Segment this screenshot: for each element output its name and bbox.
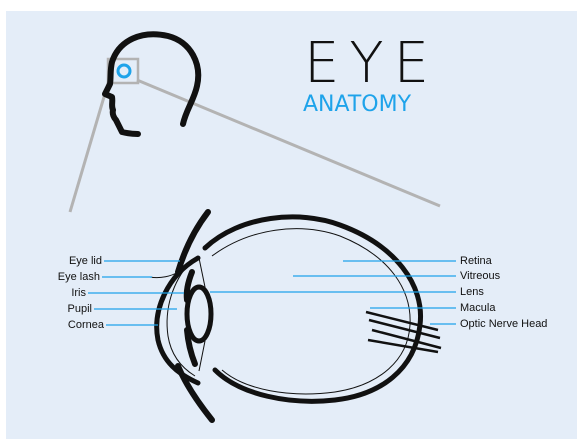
label-vitreous: Vitreous [460,271,500,282]
label-optic-nerve-head: Optic Nerve Head [460,319,547,330]
optic-nerve [366,312,441,352]
label-eye-lash: Eye lash [20,272,100,283]
label-iris: Iris [6,288,86,299]
title-main: EYE [304,36,454,92]
eyeball [205,217,441,401]
title-sub: ANATOMY [303,94,463,116]
label-retina: Retina [460,256,492,267]
eye-highlight-icon [118,65,130,77]
left-pointer-lines [88,261,184,325]
front-eye [150,212,212,420]
label-pupil: Pupil [12,304,92,315]
lens-outline [187,287,211,341]
label-lens: Lens [460,287,484,298]
label-eye-lid: Eye lid [22,256,102,267]
label-macula: Macula [460,303,495,314]
label-cornea: Cornea [24,320,104,331]
zoom-line-left [70,80,109,212]
